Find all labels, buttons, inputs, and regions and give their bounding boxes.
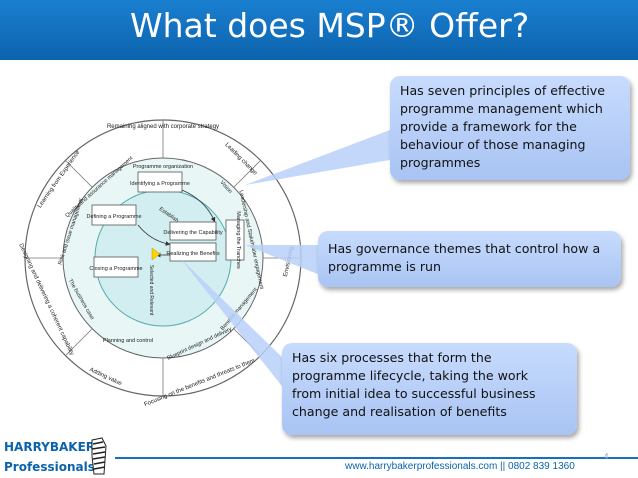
process-arrow [181, 189, 216, 223]
process-label: Defining a Programme [86, 214, 141, 220]
callout-text: Has six processes that form the [292, 350, 492, 365]
callout-processes: Has six processes that form the programm… [282, 343, 577, 435]
page-number: 4 [604, 452, 609, 461]
msp-diagram: Remaining aligned with corporate strateg… [17, 119, 390, 408]
process-label: Identifying a Programme [130, 181, 190, 187]
callout-text: programme lifecycle, taking the work [292, 368, 529, 383]
callout-pointer [180, 258, 285, 390]
logo-text: Professionals [4, 460, 95, 474]
footer-contact: www.harrybakerprofessionals.com || 0802 … [345, 461, 575, 472]
triangle-icon [151, 247, 161, 261]
callout-text: change and realisation of benefits [292, 404, 507, 419]
principle-label: Remaining aligned with corporate strateg… [107, 124, 219, 130]
theme-label: Programme organization [133, 164, 193, 170]
process-label: Realizing the Benefits [166, 251, 219, 257]
callout-text: programme is run [328, 259, 441, 274]
process-box [169, 242, 217, 262]
process-box [137, 171, 183, 193]
callout-text: programme management which [400, 101, 603, 116]
callout-text: Has seven principles of effective [400, 83, 606, 98]
title-bar: What does MSP® Offer? [0, 0, 638, 60]
slide-title: What does MSP® Offer? [130, 6, 530, 45]
callout-text: provide a framework for the [400, 119, 577, 134]
callout-text: Has governance themes that control how a [328, 241, 601, 256]
process-label: Delivering the Capability [163, 230, 223, 236]
callout-pointer [245, 130, 390, 185]
callout-text: behaviour of those managing [400, 137, 586, 152]
callout-text: programmes [400, 155, 481, 170]
theme-label: Planning and control [103, 338, 153, 344]
process-box [91, 204, 137, 226]
footer-divider [115, 457, 638, 459]
process-label: Closing a Programme [89, 266, 142, 272]
callout-text: from initial idea to successful business [292, 386, 536, 401]
logo-text: HARRYBAKER [4, 440, 96, 454]
callout-pointer [245, 245, 320, 275]
process-box [169, 221, 217, 241]
process-box [93, 256, 139, 278]
process-box [225, 219, 245, 261]
arrow-label: Selected and Relevant [148, 265, 154, 316]
process-label: Managing the Tranches [235, 211, 241, 269]
callout-principles: Has seven principles of effective progra… [390, 76, 630, 180]
process-arrow [137, 224, 171, 246]
zebra-logo-icon [91, 437, 107, 475]
callout-themes: Has governance themes that control how a… [318, 231, 621, 287]
